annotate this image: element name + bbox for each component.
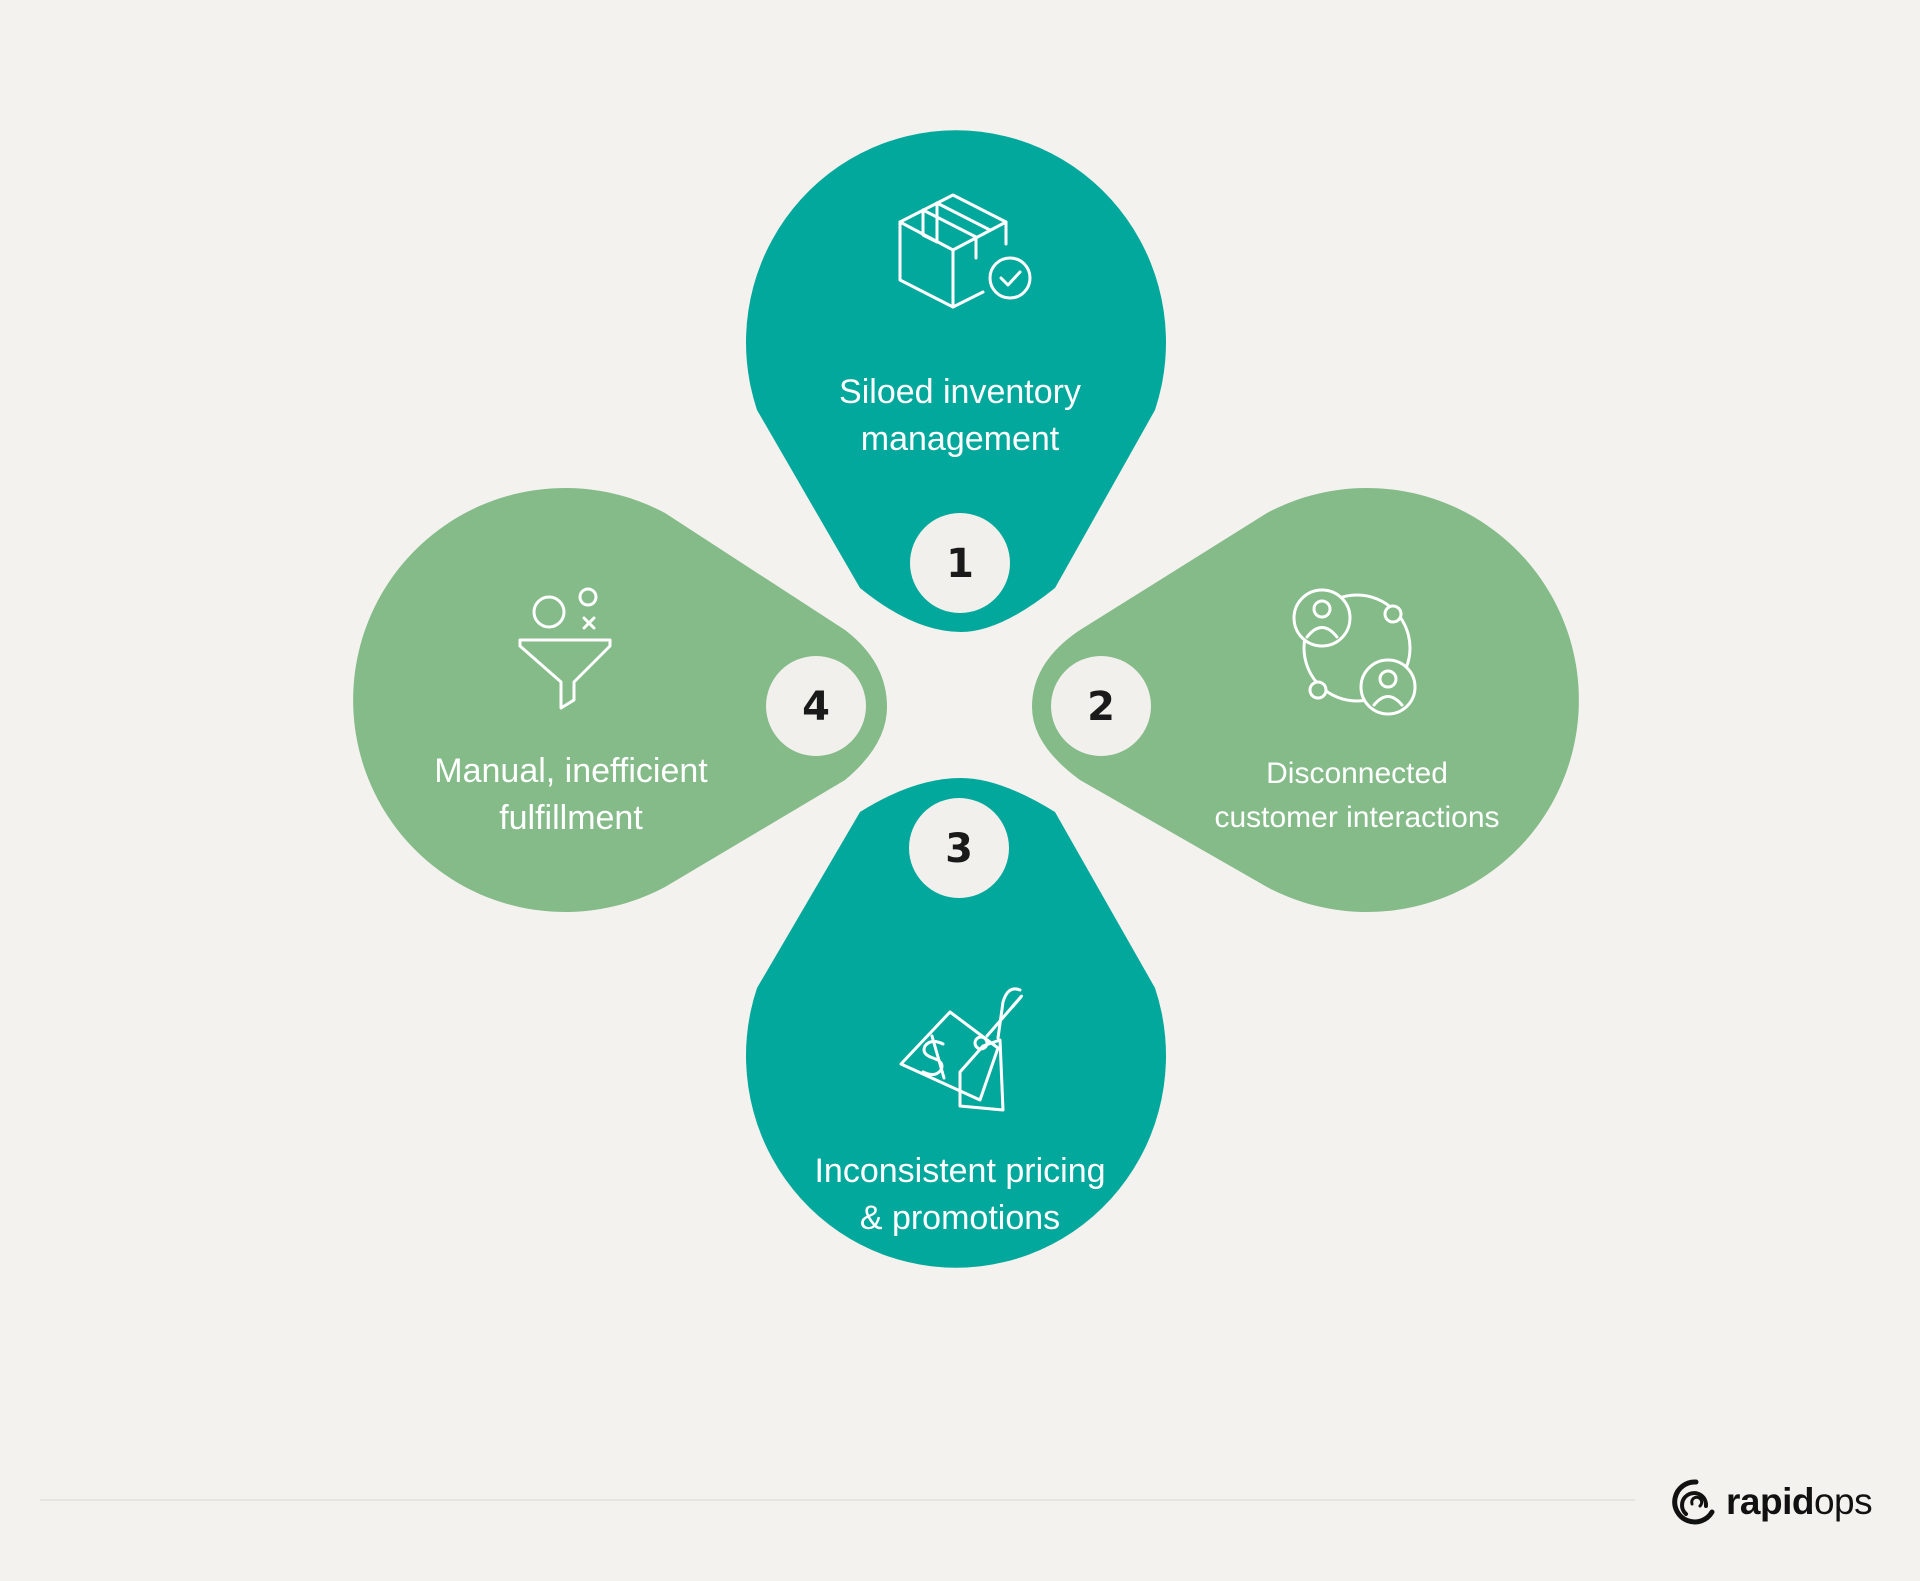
petal-2: Disconnected customer interactions 2 [1032,487,1579,912]
petal-1-shape [745,130,1167,633]
footer-divider [40,1499,1635,1501]
petal-3-line2: & promotions [860,1199,1060,1237]
rapidops-logo-icon [1672,1479,1715,1525]
petal-2-shape [1032,487,1579,912]
price-tag-icon [899,987,1023,1112]
petal-4-line2: fulfillment [499,799,643,837]
brand-logo: rapidops [1672,1472,1873,1532]
brand-name-part2: ops [1813,1481,1873,1522]
petal-3-line1: Inconsistent pricing [814,1152,1105,1190]
petal-4-line1: Manual, inefficient [434,752,708,790]
petal-1: Siloed inventory management 1 [745,130,1167,633]
petal-3-shape [746,778,1166,1268]
brand-name-part1: rapid [1726,1481,1814,1522]
petal-2-line2: customer interactions [1214,801,1499,834]
brand-name: rapidops [1726,1481,1873,1523]
petal-3: Inconsistent pricing & promotions 3 [746,778,1166,1268]
petal-2-line1: Disconnected [1266,757,1448,790]
badge-4-number: 4 [802,684,830,730]
badge-2-number: 2 [1087,684,1115,730]
funnel-icon [518,587,612,710]
badge-2 [1051,656,1151,756]
petal-1-line2: management [861,420,1060,458]
badge-3-number: 3 [945,826,973,872]
petal-4-shape [353,487,887,912]
badge-1-number: 1 [946,541,974,587]
connected-users-icon [1292,588,1417,716]
badge-3 [909,798,1009,898]
badge-1 [910,513,1010,613]
petal-1-line1: Siloed inventory [839,373,1081,411]
petal-4: Manual, inefficient fulfillment 4 [353,487,887,912]
box-check-icon [898,193,1032,309]
badge-4 [766,656,866,756]
